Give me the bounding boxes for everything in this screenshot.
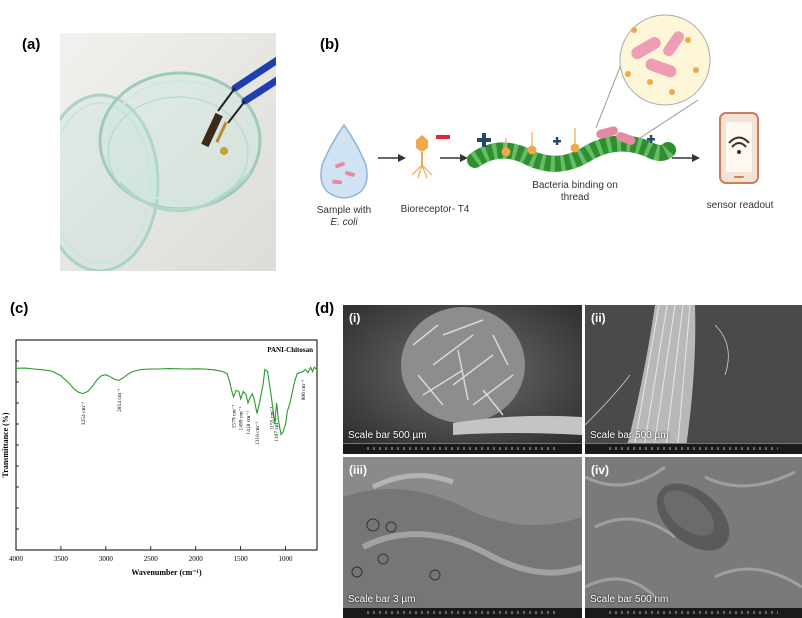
sem-panel-i-infobar (343, 443, 582, 454)
sem-panel-iii-scale: Scale bar 3 µm (348, 594, 416, 605)
readout-label: sensor readout (706, 200, 774, 211)
sem-panel-i: (i) Scale bar 500 µm (343, 305, 582, 454)
sem-panel-i-label: (i) (349, 311, 361, 325)
x-tick-label: 3000 (99, 555, 114, 563)
sem-panel-iii: (iii) Scale bar 3 µm (343, 457, 582, 618)
panel-label-c: (c) (10, 300, 29, 317)
panel-label-d: (d) (315, 300, 335, 317)
peak-annotation: 2854 cm⁻¹ (117, 388, 123, 412)
x-tick-label: 1500 (234, 555, 249, 563)
sem-bacterium-graphic (585, 457, 802, 618)
x-tick-label: 3500 (54, 555, 69, 563)
sem-panel-iv-infobar (585, 607, 802, 618)
sem-fiber-bundle-graphic (343, 305, 582, 454)
peak-annotation: 1579 cm⁻¹ (232, 404, 238, 428)
peak-annotation: 3254 cm⁻¹ (81, 401, 87, 425)
sem-panel-iii-infobar (343, 607, 582, 618)
legend-label: PANI-Chitosan (267, 346, 313, 354)
sample-label-line1: Sample with (316, 205, 372, 216)
x-tick-label: 4000 (9, 555, 24, 563)
sem-panel-iii-label: (iii) (349, 463, 367, 477)
x-tick-label: 2500 (144, 555, 159, 563)
peak-annotation: 1155 cm⁻¹ (270, 406, 276, 430)
panel-label-a: (a) (22, 36, 41, 53)
x-tick-label: 2000 (189, 555, 204, 563)
peak-annotation: 1107 cm⁻¹ (274, 418, 280, 442)
sem-image-grid: (i) Scale bar 500 µm (ii) Scale bar 500 … (343, 305, 802, 618)
bioreceptor-label: Bioreceptor- T4 (400, 204, 470, 215)
sem-panel-iv-label: (iv) (591, 463, 609, 477)
sensor-schematic: Sample with E. coli Bioreceptor- T4 Bact… (300, 0, 800, 280)
sem-surface-graphic (343, 457, 582, 618)
series-line (15, 366, 318, 436)
sem-panel-ii-scale: Scale bar 500 µm (590, 430, 669, 441)
panel-label-b: (b) (320, 36, 340, 53)
x-axis-label: Wavenumber (cm⁻¹) (131, 568, 202, 577)
plot-frame (15, 339, 318, 551)
sample-label-line2: E. coli (330, 217, 358, 228)
peak-annotation: 1318 cm⁻¹ (255, 421, 261, 445)
binding-label-line2: thread (560, 192, 590, 203)
sample-label: Sample with E. coli (304, 205, 384, 229)
sem-panel-iv: (iv) Scale bar 500 nm (585, 457, 802, 618)
binding-label: Bacteria binding on thread (510, 180, 640, 204)
petri-dish-illustration (60, 56, 276, 271)
schematic-graphics (320, 14, 759, 199)
binding-label-line1: Bacteria binding on (532, 180, 618, 191)
sem-thread-graphic (585, 305, 802, 454)
sem-panel-ii-label: (ii) (591, 311, 606, 325)
petri-dish-photo (60, 33, 276, 271)
sem-panel-i-scale: Scale bar 500 µm (348, 430, 427, 441)
x-tick-label: 1000 (279, 555, 294, 563)
sem-panel-iv-scale: Scale bar 500 nm (590, 594, 669, 605)
peak-annotation: 1499 cm⁻¹ (239, 406, 245, 430)
peak-annotation: 1418 cm⁻¹ (246, 411, 252, 435)
peak-annotation: 806 cm⁻¹ (301, 379, 307, 400)
sem-panel-ii: (ii) Scale bar 500 µm (585, 305, 802, 454)
y-axis-label: Transmittance (%) (1, 412, 10, 477)
sem-panel-ii-infobar (585, 443, 802, 454)
